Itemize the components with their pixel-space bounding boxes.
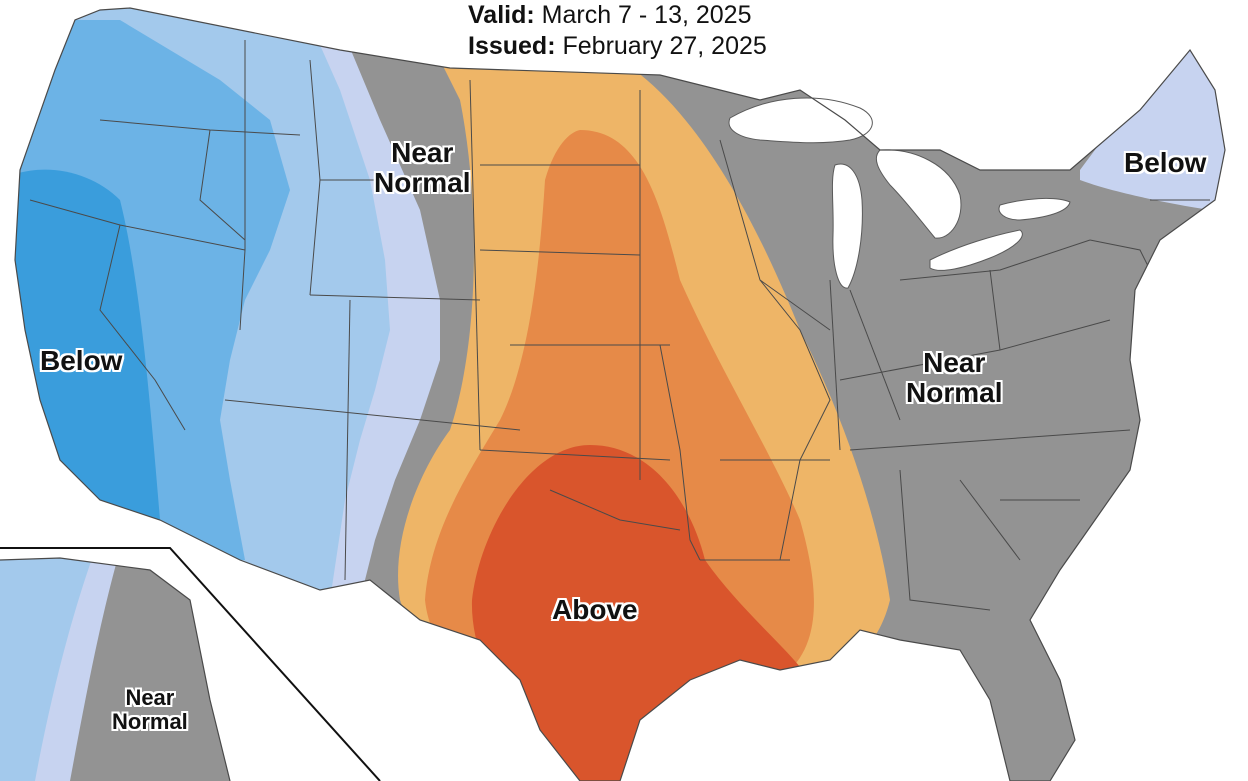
alaska-outline <box>0 557 231 781</box>
region-label-northeast-below: Below <box>1124 147 1207 178</box>
valid-row: Valid: March 7 - 13, 2025 <box>468 0 767 31</box>
lake-superior <box>728 97 873 144</box>
issued-date: February 27, 2025 <box>562 32 767 60</box>
conus-outline <box>14 7 1226 781</box>
region-label-alaska-near: Near Normal <box>112 685 188 734</box>
northeast-below-band <box>1080 40 1225 215</box>
lake-ontario <box>998 197 1071 221</box>
issued-row: Issued: February 27, 2025 <box>468 31 767 62</box>
lake-erie <box>929 229 1023 271</box>
inset-frame <box>0 547 381 781</box>
region-label-south-above: Above <box>552 594 638 625</box>
region-label-west-below: Below <box>40 345 123 376</box>
state-borders <box>29 40 1210 611</box>
lake-michigan <box>831 163 863 289</box>
great-lakes <box>728 97 1071 289</box>
alaska-below-light <box>0 558 95 781</box>
lake-huron <box>875 149 962 239</box>
outlook-header: Valid: March 7 - 13, 2025 Issued: Februa… <box>468 0 767 62</box>
valid-label: Valid: <box>468 1 535 29</box>
region-label-central-near: Near Normal <box>374 137 471 199</box>
issued-label: Issued: <box>468 32 556 60</box>
valid-dates: March 7 - 13, 2025 <box>541 1 752 29</box>
alaska-inset <box>0 547 381 781</box>
region-label-east-near: Near Normal <box>906 347 1003 409</box>
